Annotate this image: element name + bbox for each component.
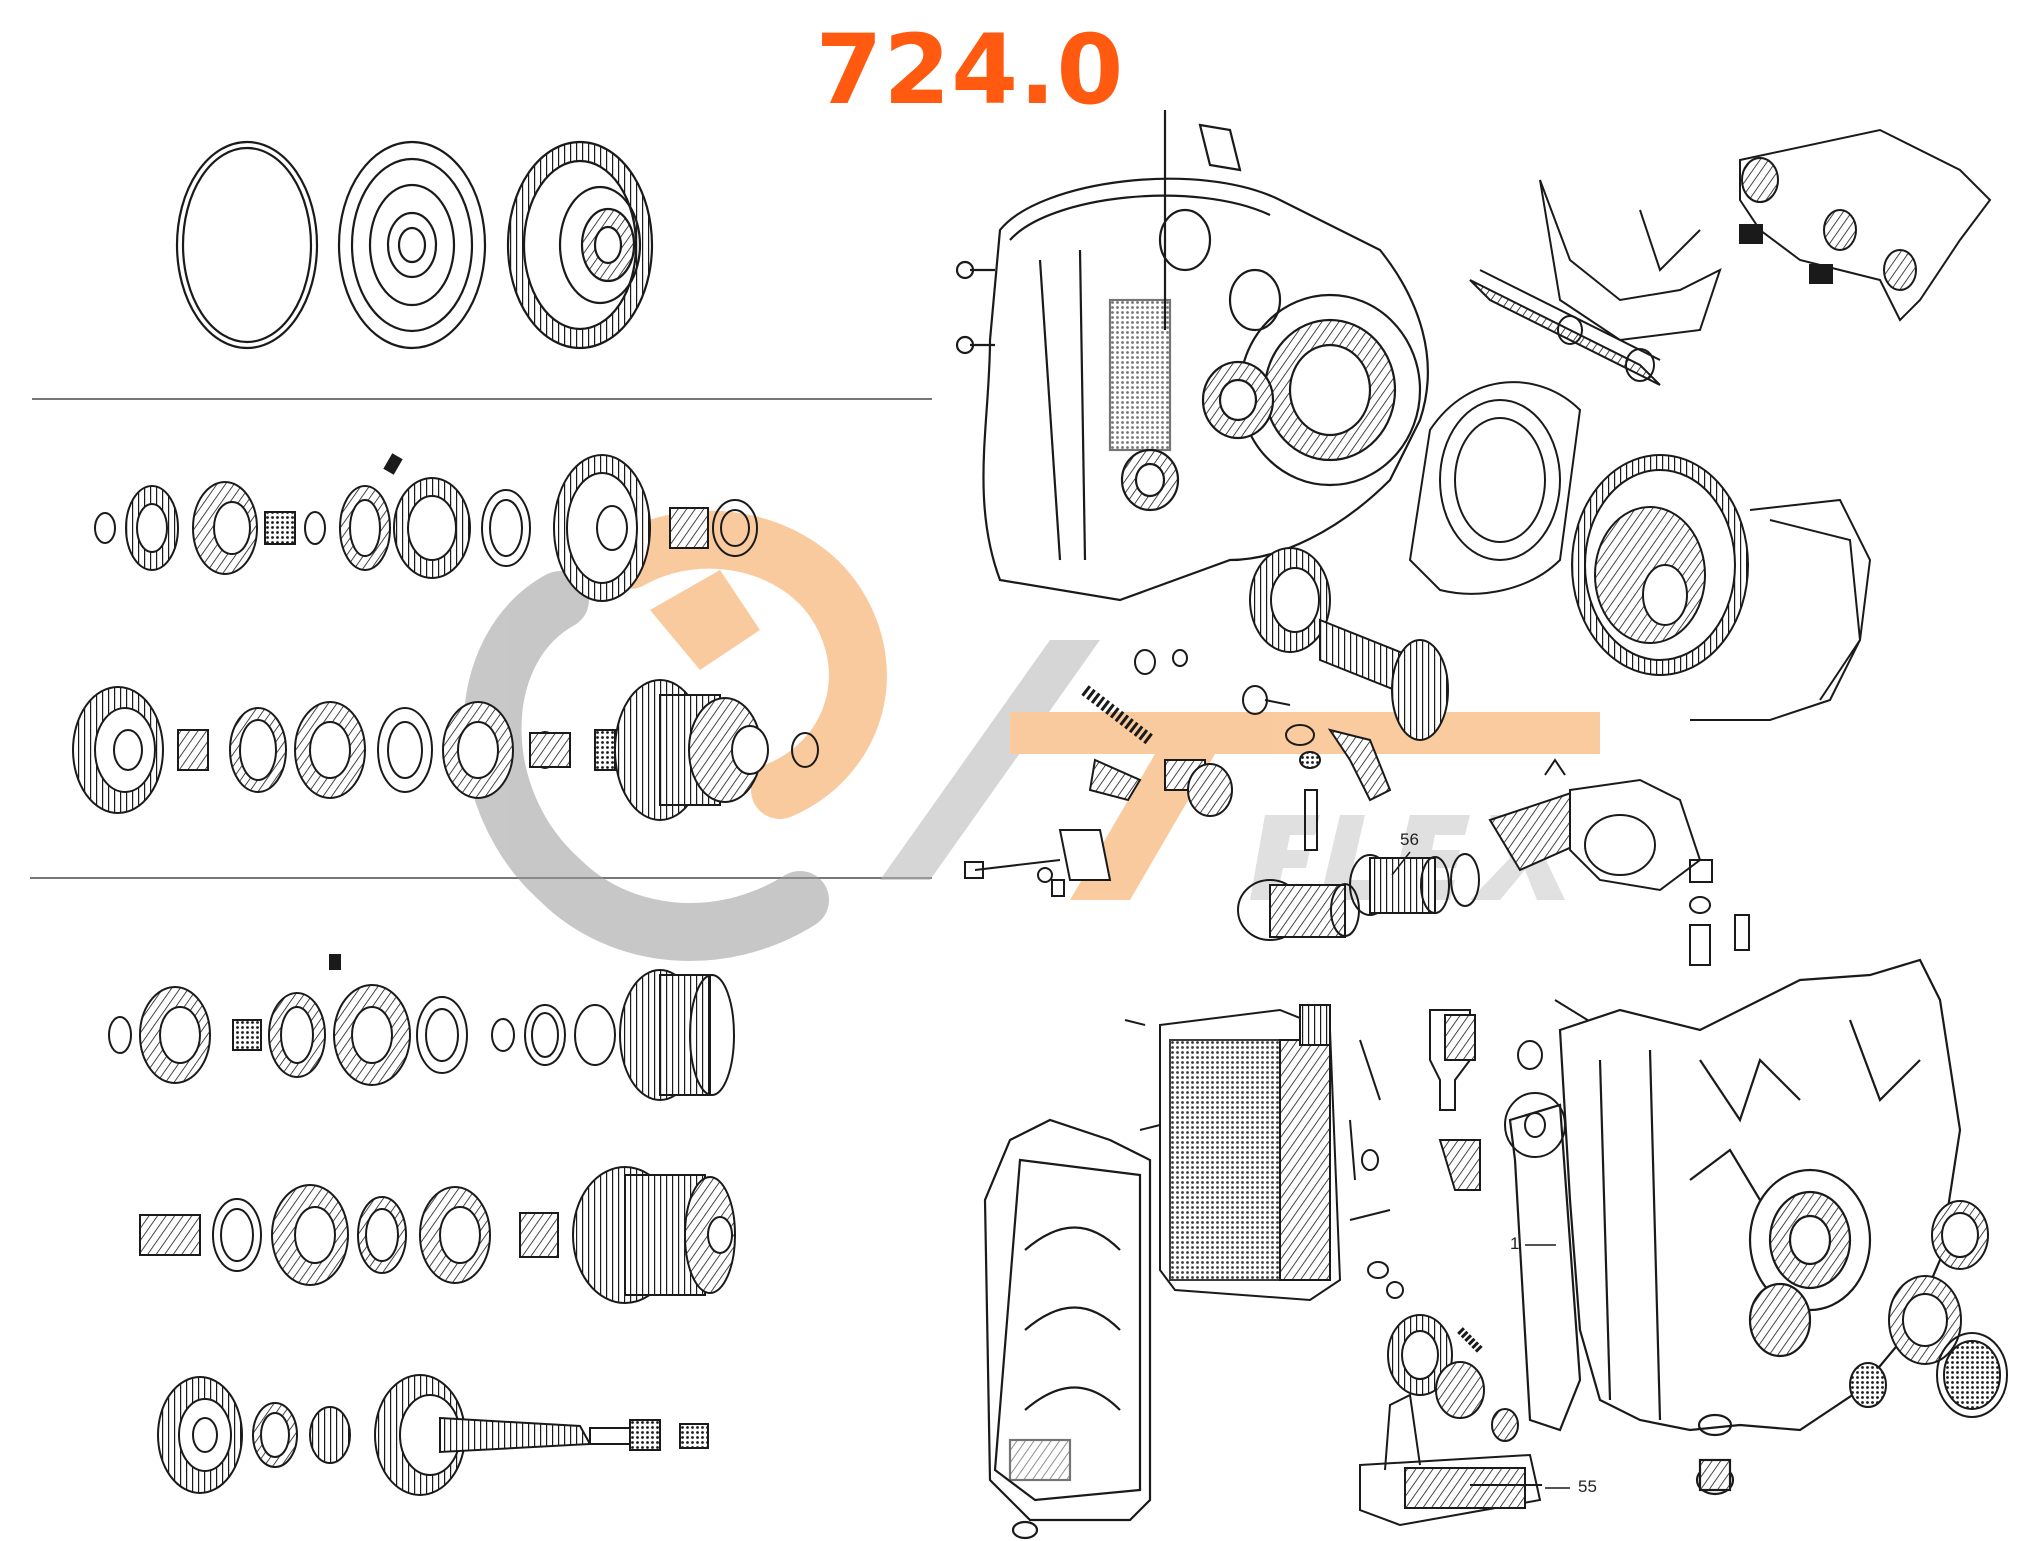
clutch-assembly-group <box>175 140 654 350</box>
callout-55: 55 <box>1578 1477 1597 1496</box>
shaft-row-1 <box>94 453 758 602</box>
shaft-row-5 <box>157 1374 709 1496</box>
shaft-row-2 <box>72 679 819 821</box>
shift-rail-assembly <box>1739 128 1992 322</box>
shaft-row-4 <box>139 1166 736 1304</box>
transmission-case-front <box>955 110 1429 602</box>
solenoid-parts <box>964 649 1392 897</box>
callout-1: 1 <box>1510 1234 1520 1253</box>
callout-56: 56 <box>1400 830 1419 849</box>
callout-leaders <box>1391 851 1570 1489</box>
oil-strainer <box>1359 1393 1542 1527</box>
filter-and-pump <box>1237 758 1750 966</box>
section-divider-1 <box>32 398 932 400</box>
transmission-housing-rear <box>1508 958 1962 1496</box>
shaft-row-3 <box>108 954 735 1101</box>
drive-gear-shaft <box>1249 547 1449 741</box>
seal-and-bearing-stack <box>1849 1200 2008 1418</box>
differential-assembly <box>1408 381 1872 721</box>
oil-pan <box>983 1118 1152 1540</box>
section-divider-2 <box>30 877 932 879</box>
diagram-title: 724.0 <box>815 14 1125 126</box>
shift-fork-assembly <box>1469 179 1722 386</box>
valve-body <box>1124 1004 1404 1302</box>
atflex-logo-icon <box>463 510 1600 961</box>
